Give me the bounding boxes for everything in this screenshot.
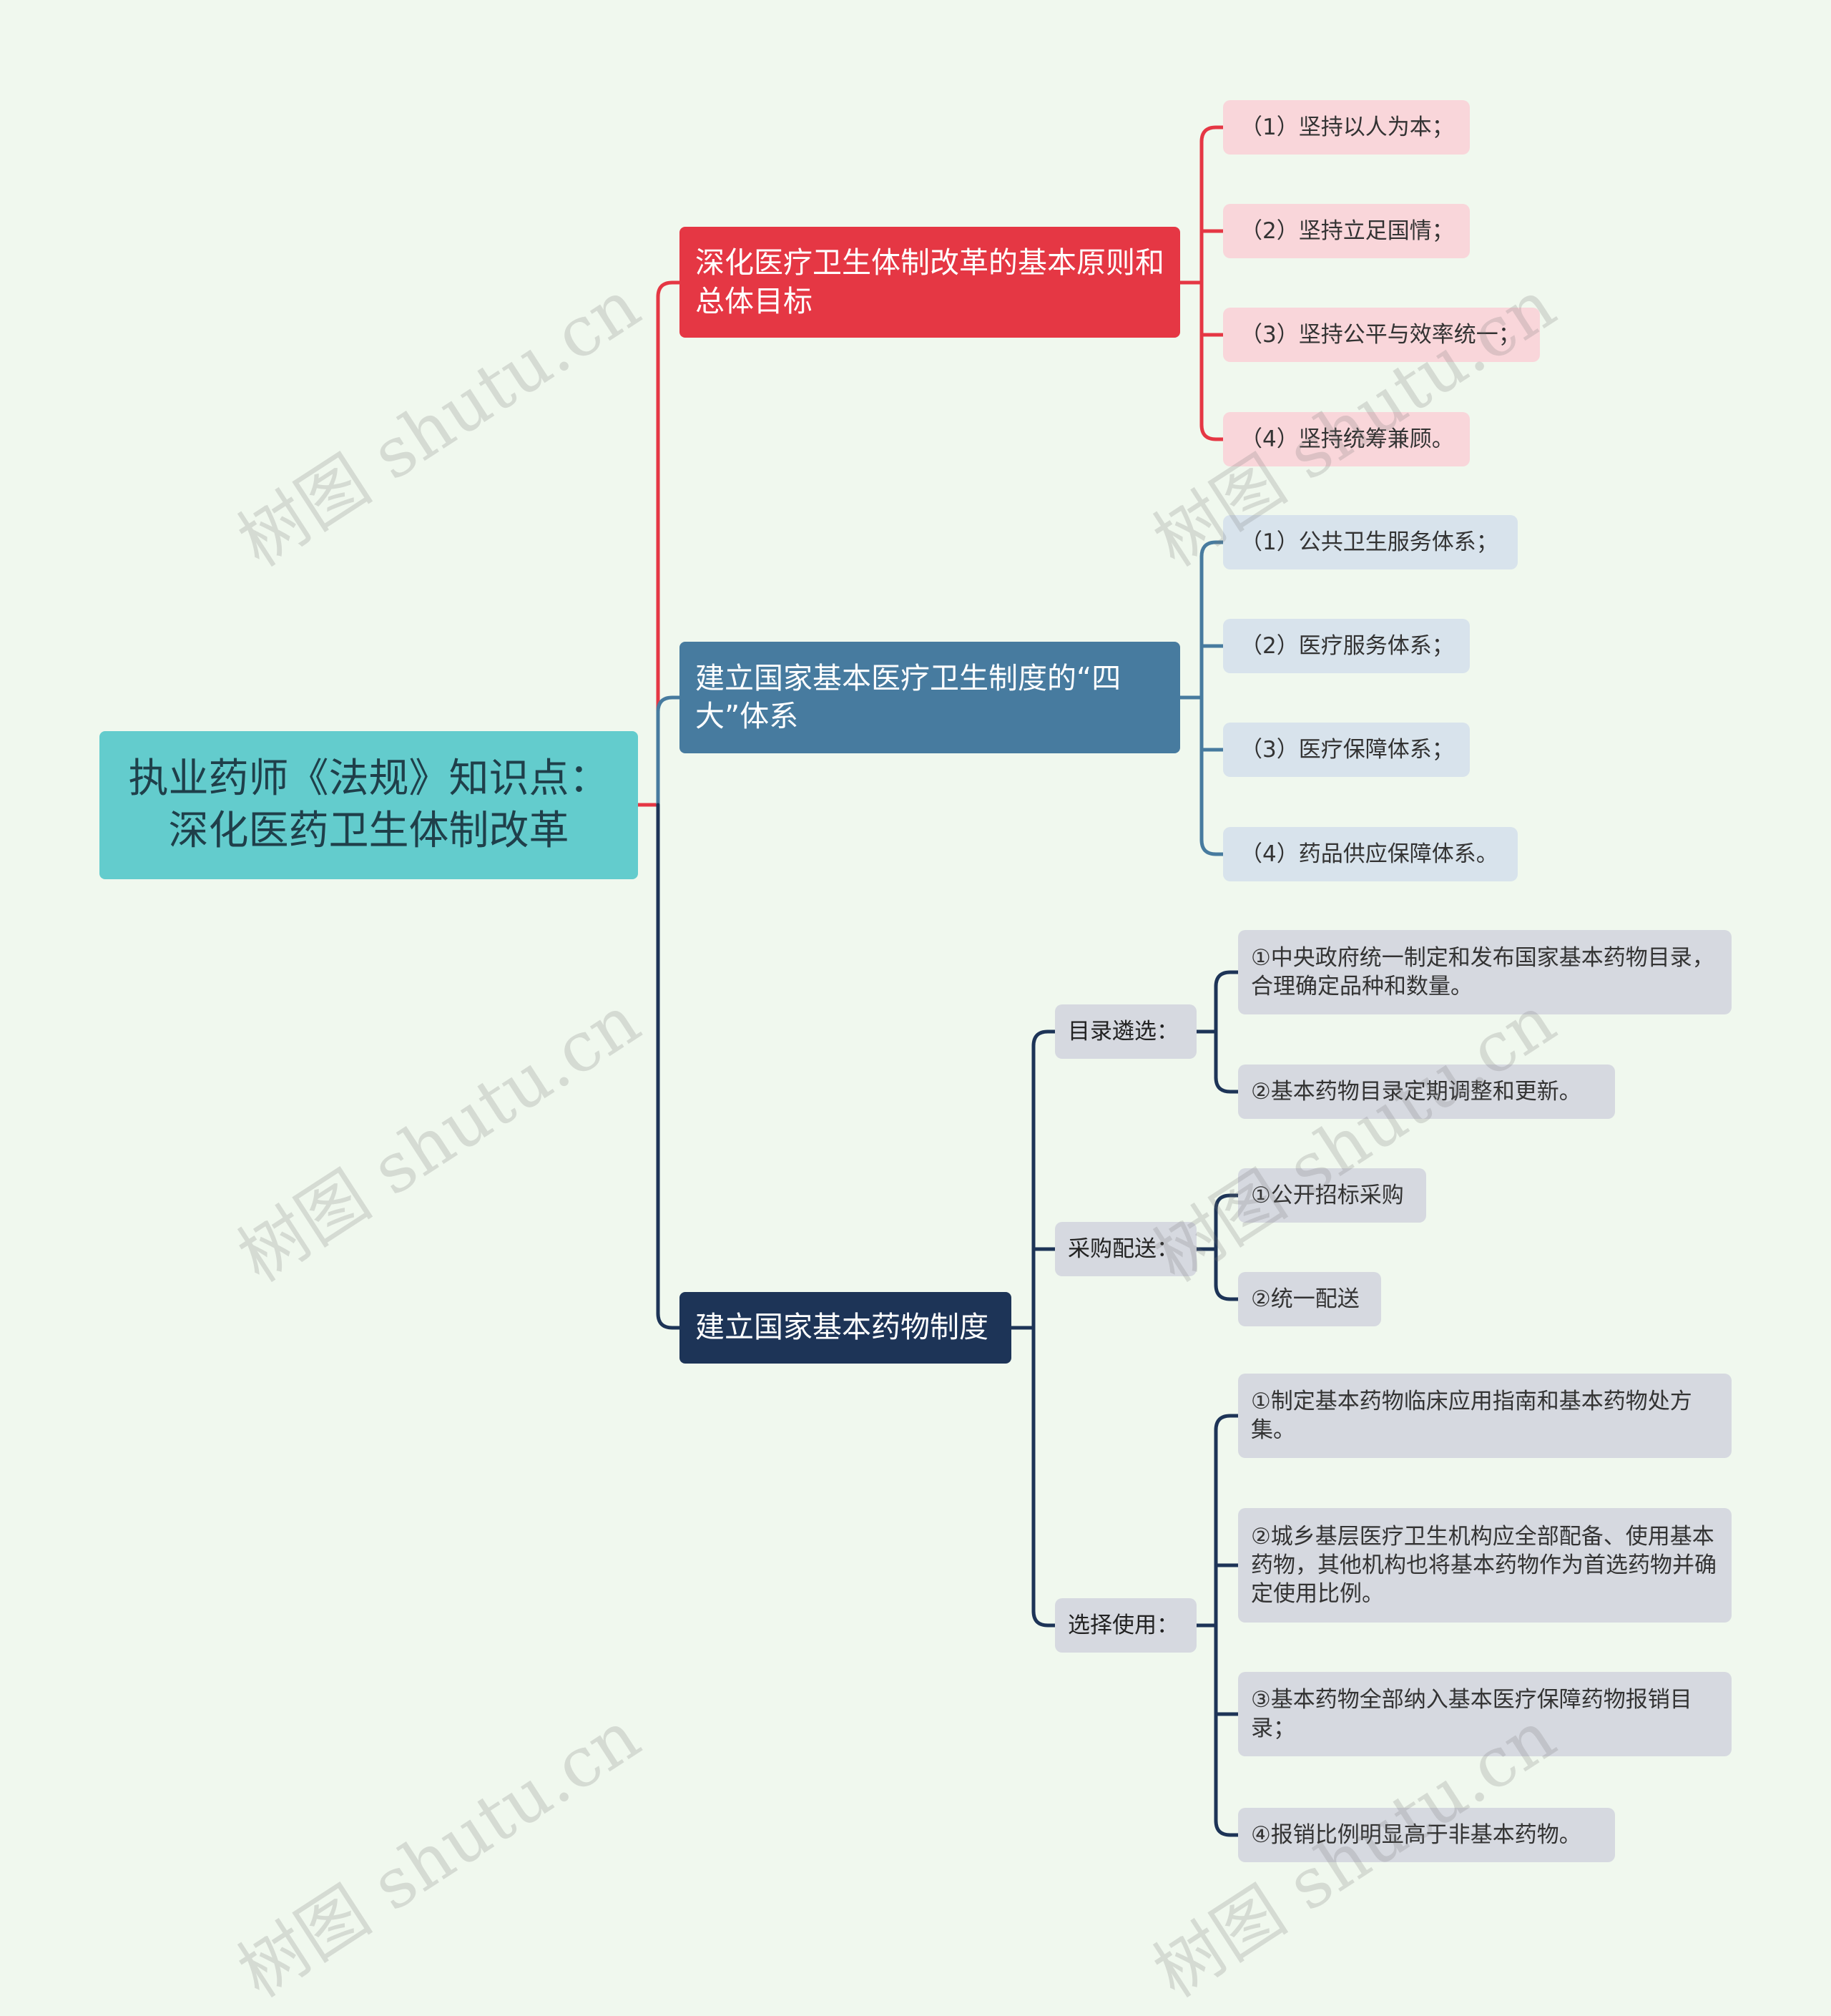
group-catalog-selection[interactable]: 目录遴选： xyxy=(1055,1004,1197,1059)
leaf-catalog-1[interactable]: ①中央政府统一制定和发布国家基本药物目录，合理确定品种和数量。 xyxy=(1238,930,1732,1014)
leaf-system-1[interactable]: （1）公共卫生服务体系； xyxy=(1223,515,1518,569)
branch-essential-drugs-label: 建立国家基本药物制度 xyxy=(695,1310,988,1345)
link-root-branch2 xyxy=(656,695,682,807)
root-title-line2: 深化医药卫生体制改革 xyxy=(168,807,569,854)
root-title-line1: 执业药师《法规》知识点： xyxy=(128,755,609,802)
branch-principles-label: 深化医疗卫生体制改革的基本原则和总体目标 xyxy=(695,245,1164,318)
leaf-system-4[interactable]: （4）药品供应保障体系。 xyxy=(1223,827,1518,881)
leaf-usage-3[interactable]: ③基本药物全部纳入基本医疗保障药物报销目录； xyxy=(1238,1672,1732,1756)
leaf-principle-2[interactable]: （2）坚持立足国情； xyxy=(1223,204,1470,258)
group-usage[interactable]: 选择使用： xyxy=(1055,1598,1197,1653)
leaf-catalog-2[interactable]: ②基本药物目录定期调整和更新。 xyxy=(1238,1065,1615,1119)
leaf-system-2[interactable]: （2）医疗服务体系； xyxy=(1223,619,1470,673)
link-b2-spine xyxy=(1178,554,1204,842)
link-b3-spine xyxy=(1009,1044,1036,1613)
link-root-branch1 xyxy=(636,280,682,807)
leaf-usage-2[interactable]: ②城乡基层医疗卫生机构应全部配备、使用基本药物，其他机构也将基本药物作为首选药物… xyxy=(1238,1508,1732,1623)
branch-four-systems-label: 建立国家基本医疗卫生制度的“四大”体系 xyxy=(695,660,1121,733)
leaf-principle-1[interactable]: （1）坚持以人为本； xyxy=(1223,100,1470,155)
leaf-procurement-2[interactable]: ②统一配送 xyxy=(1238,1272,1381,1326)
branch-principles[interactable]: 深化医疗卫生体制改革的基本原则和总体目标 xyxy=(679,227,1180,338)
branch-essential-drugs[interactable]: 建立国家基本药物制度 xyxy=(679,1292,1011,1364)
connector-lines xyxy=(636,125,1240,1837)
leaf-system-3[interactable]: （3）医疗保障体系； xyxy=(1223,723,1470,777)
link-b1-spine xyxy=(1178,140,1204,427)
leaf-usage-4[interactable]: ④报销比例明显高于非基本药物。 xyxy=(1238,1808,1615,1862)
link-root-branch3 xyxy=(656,803,682,1330)
root-topic[interactable]: 执业药师《法规》知识点： 深化医药卫生体制改革 xyxy=(99,731,638,879)
group-procurement[interactable]: 采购配送： xyxy=(1055,1222,1197,1276)
branch-four-systems[interactable]: 建立国家基本医疗卫生制度的“四大”体系 xyxy=(679,642,1180,753)
leaf-usage-1[interactable]: ①制定基本药物临床应用指南和基本药物处方集。 xyxy=(1238,1374,1732,1458)
leaf-principle-3[interactable]: （3）坚持公平与效率统一； xyxy=(1223,308,1540,362)
leaf-principle-4[interactable]: （4）坚持统筹兼顾。 xyxy=(1223,412,1470,466)
leaf-procurement-1[interactable]: ①公开招标采购 xyxy=(1238,1168,1426,1223)
